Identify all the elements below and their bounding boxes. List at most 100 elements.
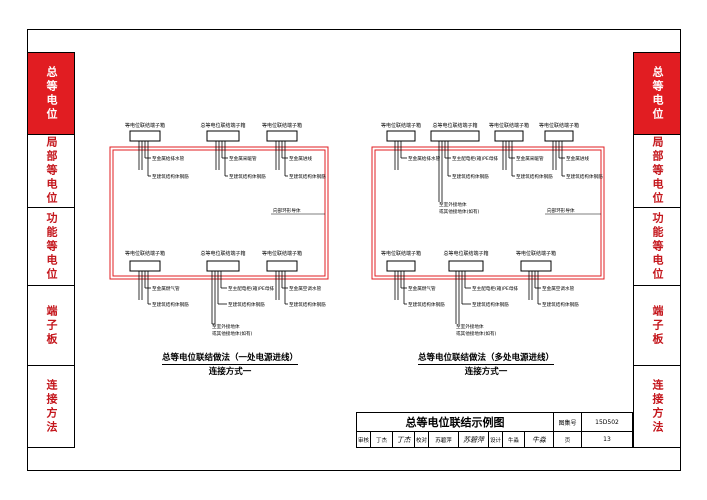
right-sidebar: 总等电位 局部等电位 功能等电位 端子板 连接方法 — [633, 52, 681, 448]
lead-label: 至金属采暖管 — [516, 155, 544, 162]
right-caption-title: 总等电位联结做法（多处电源进线） — [417, 353, 554, 365]
tab-label: 功能等电位 — [651, 211, 664, 282]
tab-terminal-board[interactable]: 端子板 — [28, 286, 74, 366]
tab-total-equipotential[interactable]: 总等电位 — [28, 53, 74, 135]
right-bottom-boxes: 等电位联结端子箱 总等电位联结端子箱 等电位联结端子箱 至金属燃气管 至建筑结构… — [381, 250, 579, 337]
lead-label: 至金属空调水管 — [542, 285, 575, 292]
tab-label: 总等电位 — [651, 65, 664, 122]
left-bottom-boxes: 等电位联结端子箱 总等电位联结端子箱 等电位联结端子箱 至金属燃气管 至建筑结构… — [125, 250, 326, 337]
checker-name: 苏碧萍 — [429, 432, 459, 447]
tab-label: 连接方法 — [45, 378, 58, 435]
tab-total-equipotential-right[interactable]: 总等电位 — [634, 53, 680, 135]
tab-label: 局部等电位 — [651, 136, 664, 206]
terminal-box — [129, 130, 161, 142]
terminal-box — [386, 260, 416, 272]
terminal-box — [520, 260, 552, 272]
lead-label: 至主配电柜(箱)PE母排 — [472, 285, 518, 292]
lead-label: 至室外接地体 — [456, 323, 484, 330]
lead-label: 或其他接地体(如有) — [456, 330, 497, 337]
terminal-box — [386, 130, 416, 142]
box-label: 等电位联结端子箱 — [381, 122, 421, 129]
lead-label: 至金属空调水管 — [289, 285, 322, 292]
ring-label: 向部环形导体 — [273, 207, 301, 214]
lead-label: 至金属进线 — [566, 155, 589, 162]
lead-label: 至建筑结构体钢筋 — [542, 301, 579, 308]
schematic-drawing: 等电位联结端子箱 总等电位联结端子箱 等电位联结端子箱 至金属给排水管 至建筑结… — [109, 122, 605, 337]
lead-label: 或其他接地体(如有) — [212, 330, 253, 337]
lead-label: 至建筑结构体钢筋 — [152, 173, 189, 180]
lead-label: 至建筑结构体钢筋 — [289, 173, 326, 180]
terminal-box — [544, 130, 574, 142]
terminal-box — [448, 260, 484, 272]
tab-local-equipotential-right[interactable]: 局部等电位 — [634, 135, 680, 208]
tab-functional-equipotential-right[interactable]: 功能等电位 — [634, 208, 680, 286]
review-label: 审核 — [357, 432, 371, 447]
lead-label: 至建筑结构体钢筋 — [229, 173, 266, 180]
lead-label: 至金属给排水管 — [408, 155, 441, 162]
lead-label: 至建筑结构体钢筋 — [516, 173, 553, 180]
lead-label: 至建筑结构体钢筋 — [472, 301, 509, 308]
lead-label: 至主配电柜(箱)PE母排 — [228, 285, 274, 292]
left-schematic: 等电位联结端子箱 总等电位联结端子箱 等电位联结端子箱 至金属给排水管 至建筑结… — [109, 122, 329, 337]
left-sidebar: 总等电位 局部等电位 功能等电位 端子板 连接方法 — [27, 52, 75, 448]
lead-label: 至金属燃气管 — [152, 285, 180, 292]
right-top-boxes: 等电位联结端子箱 总等电位联结端子箱 等电位联结端子箱 等电位联结端子箱 至金属… — [381, 122, 603, 215]
box-label: 等电位联结端子箱 — [489, 122, 529, 129]
lead-label: 至建筑结构体钢筋 — [566, 173, 603, 180]
box-label: 总等电位联结端子箱 — [200, 122, 245, 129]
tab-label: 总等电位 — [45, 65, 58, 122]
lead-label: 至金属燃气管 — [408, 285, 436, 292]
terminal-box — [206, 130, 240, 142]
designer-signature: 牛淼 — [525, 432, 554, 447]
left-caption-sub: 连接方式一 — [208, 367, 252, 377]
tab-label: 端子板 — [651, 304, 664, 347]
tab-label: 局部等电位 — [45, 136, 58, 206]
lead-label: 至建筑结构体钢筋 — [152, 301, 189, 308]
page-label: 页 — [554, 432, 582, 447]
box-label: 等电位联结端子箱 — [539, 122, 579, 129]
lead-label: 至建筑结构体钢筋 — [408, 301, 445, 308]
design-label: 设计 — [489, 432, 503, 447]
drawing-title: 总等电位联结示例图 — [357, 413, 554, 432]
terminal-box — [129, 260, 161, 272]
lead-label: 至金属采暖管 — [229, 155, 257, 162]
terminal-box — [430, 130, 480, 142]
terminal-box — [266, 260, 298, 272]
lead-label: 至建筑结构体钢筋 — [452, 173, 489, 180]
atlas-label: 图集号 — [554, 413, 582, 432]
tab-label: 连接方法 — [651, 378, 664, 435]
tab-terminal-board-right[interactable]: 端子板 — [634, 286, 680, 366]
box-label: 等电位联结端子箱 — [381, 250, 421, 257]
tab-functional-equipotential[interactable]: 功能等电位 — [28, 208, 74, 286]
lead-label: 至室外接地体 — [439, 201, 467, 208]
tab-label: 功能等电位 — [45, 211, 58, 282]
box-label: 等电位联结端子箱 — [262, 250, 302, 257]
box-label: 等电位联结端子箱 — [516, 250, 556, 257]
reviewer-name: 丁杰 — [371, 432, 393, 447]
lead-label: 至建筑结构体钢筋 — [289, 301, 326, 308]
lead-label: 或其他接地体(如有) — [439, 208, 480, 215]
terminal-box — [206, 260, 240, 272]
tab-local-equipotential[interactable]: 局部等电位 — [28, 135, 74, 208]
right-caption: 总等电位联结做法（多处电源进线） 连接方式一 — [386, 351, 586, 377]
title-block: 总等电位联结示例图 图集号 15D502 审核 丁杰 丁杰 校对 苏碧萍 苏碧萍… — [356, 412, 633, 448]
ring-label: 向部环形导体 — [547, 207, 575, 214]
left-top-boxes: 等电位联结端子箱 总等电位联结端子箱 等电位联结端子箱 至金属给排水管 至建筑结… — [125, 122, 326, 180]
tab-connection-method[interactable]: 连接方法 — [28, 366, 74, 447]
box-label: 总等电位联结端子箱 — [432, 122, 477, 129]
checker-signature: 苏碧萍 — [459, 432, 489, 447]
tab-connection-method-right[interactable]: 连接方法 — [634, 366, 680, 447]
lead-label: 至主配电柜(箱)PE母排 — [452, 155, 498, 162]
box-label: 总等电位联结端子箱 — [200, 250, 245, 257]
left-caption-title: 总等电位联结做法（一处电源进线） — [161, 353, 298, 365]
box-label: 等电位联结端子箱 — [125, 250, 165, 257]
tab-label: 端子板 — [45, 304, 58, 347]
box-label: 等电位联结端子箱 — [262, 122, 302, 129]
box-label: 总等电位联结端子箱 — [443, 250, 488, 257]
ring-conductor-inner — [374, 149, 602, 277]
terminal-box — [494, 130, 524, 142]
lead-label: 至室外接地体 — [212, 323, 240, 330]
terminal-box — [266, 130, 298, 142]
reviewer-signature: 丁杰 — [393, 432, 415, 447]
designer-name: 牛淼 — [503, 432, 525, 447]
